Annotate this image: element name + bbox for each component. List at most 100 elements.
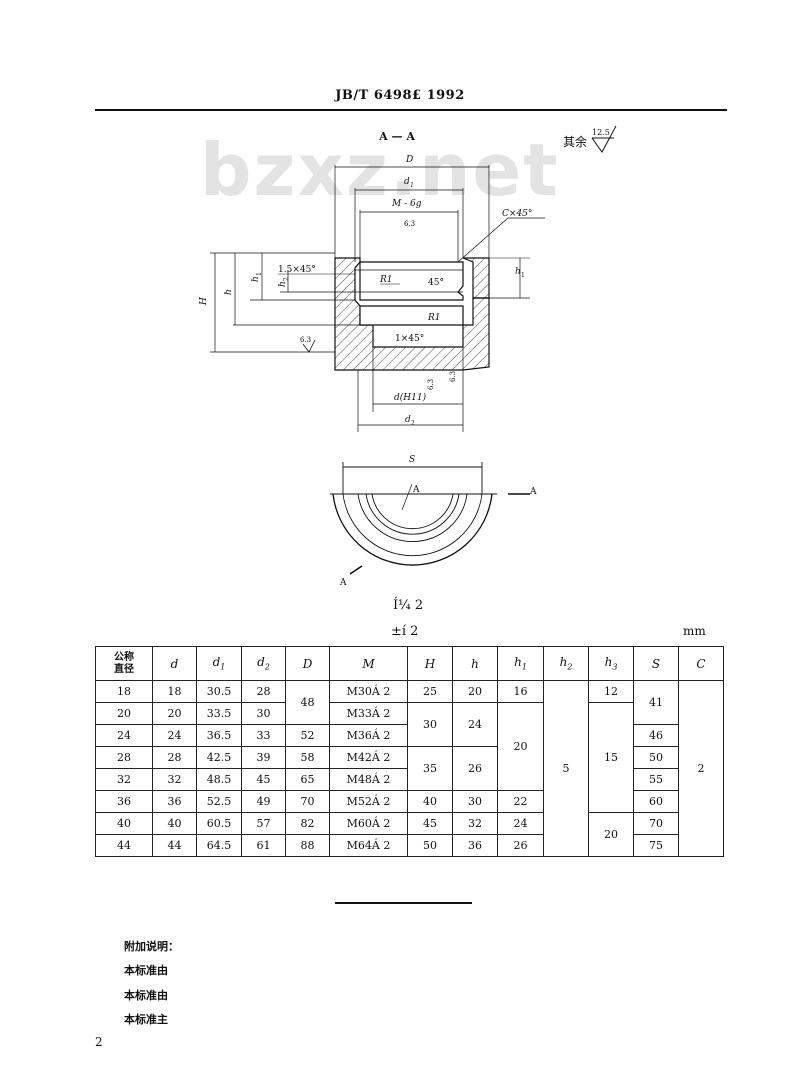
cell-S: 75 [633,834,679,857]
cell-H: 45 [407,812,453,835]
cell-h2: 5 [543,680,589,857]
note-line: 本标准主 [124,1013,168,1026]
header-M: M [329,646,408,681]
label-1x45: 1×45° [395,334,424,344]
header-h3: h3 [588,646,634,681]
cell-d: 40 [152,812,197,835]
standard-number: JB/T 6498£ 1992 [335,88,465,103]
dim-d2-sub: 2 [411,420,415,427]
cell-D: 70 [285,790,330,813]
cell-D: 65 [285,768,330,791]
header-C: C [678,646,724,681]
cell-nominal: 28 [95,746,153,769]
cell-D: 58 [285,746,330,769]
cell-D: 82 [285,812,330,835]
cell-h3: 20 [588,812,634,857]
table-header-row: 公称 直径 d d1 d2 D M H h h1 h2 h3 S C [95,646,724,681]
cell-d: 18 [152,680,197,703]
cell-S: 55 [633,768,679,791]
cell-S: 50 [633,746,679,769]
note-line: 附加说明： [124,940,179,953]
section-body [334,257,530,371]
cell-h3: 15 [588,702,634,813]
cell-d: 28 [152,746,197,769]
roughness-left-symbol [302,339,316,353]
dim-S: S [409,455,415,465]
label-45deg: 45° [428,278,444,288]
cell-H: 25 [407,680,453,703]
header-nominal: 公称 直径 [95,646,153,681]
cell-M: M52Á 2 [329,790,408,813]
roughness-symbol [591,125,617,153]
bottom-dimensions [357,347,464,432]
cell-nominal: 40 [95,812,153,835]
dim-D: D [405,155,413,165]
dim-dH11: d(H11) [394,392,427,403]
cell-S: 46 [633,724,679,747]
header-h: h [452,646,498,681]
dim-d1-sub: 1 [410,182,414,189]
left-dimensions [210,252,530,353]
roughness-6.3-top: 6.3 [404,220,415,228]
cell-h1: 24 [497,812,544,835]
cell-M: M30Á 2 [329,680,408,703]
cell-h: 20 [452,680,498,703]
label-R1-upper: R1 [379,275,393,285]
cell-h3: 12 [588,680,634,703]
table-row: 28 28 42.5 39 58 M42Á 2 35 26 50 [95,746,724,791]
cell-d2: 28 [241,680,286,703]
section-mark-top: A [412,485,420,495]
header-d2: d2 [241,646,286,681]
cell-d2: 39 [241,746,286,769]
cell-d1: 30.5 [196,680,242,703]
dim-d2: d [405,415,411,425]
dim-d1: d [404,177,410,187]
cell-M: M33Á 2 [329,702,408,725]
header-rule [95,109,727,111]
cell-H: 50 [407,834,453,857]
note-line: 本标准由 [124,989,168,1002]
dim-h2-sub: 2 [283,277,290,281]
dim-h1-right: h [515,267,521,277]
header-h1: h1 [497,646,544,681]
figure-caption: Í¼ 2 [393,598,424,613]
cell-h: 30 [452,790,498,813]
cell-h: 24 [452,702,498,747]
cell-D: 88 [285,834,330,857]
dim-M: M - 6g [391,199,422,209]
cell-h1: 20 [497,702,544,791]
cell-d2: 61 [241,834,286,857]
cell-nominal: 44 [95,834,153,857]
cell-d: 36 [152,790,197,813]
header-D: D [285,646,330,681]
technical-drawing: A — A 其余 12.5 D d 1 M - 6g 6.3 C×45° 1.5… [199,125,617,588]
roughness-6.3-left: 6.3 [300,336,311,344]
cell-nominal: 18 [95,680,153,703]
dimension-table: 公称 直径 d d1 d2 D M H h h1 h2 h3 S C 18 18… [95,646,724,857]
cell-d1: 48.5 [196,768,242,791]
header-d1: d1 [196,646,242,681]
header-H: H [407,646,453,681]
dim-h: h [224,289,234,295]
cell-d2: 45 [241,768,286,791]
dim-chamfer: C×45° [502,209,532,219]
cell-d: 20 [152,702,197,725]
cell-d1: 60.5 [196,812,242,835]
cell-M: M60Á 2 [329,812,408,835]
plan-view [330,462,530,575]
cell-M: M36Á 2 [329,724,408,747]
cell-d2: 57 [241,812,286,835]
cell-d: 24 [152,724,197,747]
cell-d1: 52.5 [196,790,242,813]
cell-H: 35 [407,746,453,791]
cell-h1: 16 [497,680,544,703]
cell-nominal: 24 [95,724,153,747]
header-S: S [633,646,679,681]
note-line: 本标准由 [124,964,168,977]
header-h2: h2 [543,646,589,681]
table-row: 20 20 33.5 30 M33Á 2 30 24 20 15 [95,702,724,813]
table-row: 36 36 52.5 49 70 M52Á 2 40 30 22 60 [95,790,724,813]
roughness-value: 12.5 [592,128,610,137]
roughness-6.3-bottom-2: 6.3 [449,371,457,382]
dim-h2: h [278,281,288,287]
